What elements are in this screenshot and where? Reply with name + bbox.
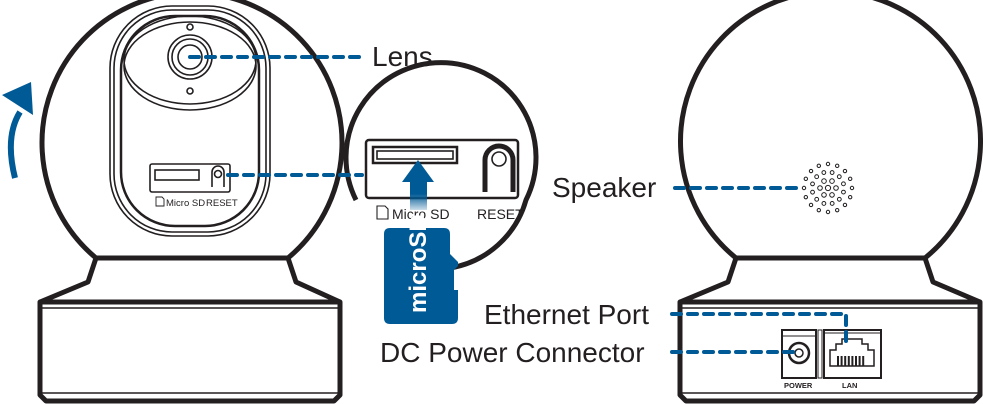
back-base bbox=[677, 299, 983, 404]
grille-hole bbox=[808, 168, 814, 174]
ethernet-leader-line bbox=[670, 312, 848, 347]
power-label: POWER bbox=[784, 381, 813, 390]
grille-hole bbox=[821, 192, 827, 198]
grille-hole bbox=[810, 189, 815, 195]
microsd-card: microSD bbox=[384, 214, 458, 324]
grille-hole bbox=[814, 174, 820, 180]
grille-hole bbox=[829, 192, 835, 198]
grille-hole bbox=[829, 170, 835, 175]
front-reset-label: RESET bbox=[206, 198, 238, 209]
lan-port-icon bbox=[823, 329, 882, 379]
inset-micro-sd-label: Micro SD bbox=[392, 206, 450, 222]
grille-hole bbox=[842, 202, 848, 208]
grille-hole bbox=[814, 196, 820, 202]
grille-hole bbox=[801, 185, 807, 191]
grille-hole bbox=[849, 185, 855, 191]
grille-hole bbox=[810, 181, 815, 187]
grille-hole bbox=[834, 207, 840, 213]
grille-hole bbox=[842, 168, 848, 174]
front-base bbox=[37, 299, 343, 404]
grille-hole bbox=[803, 176, 809, 182]
back-sphere bbox=[678, 0, 983, 260]
front-camera: Micro SD RESET bbox=[37, 0, 345, 404]
grille-hole bbox=[829, 201, 835, 206]
grille-hole bbox=[841, 189, 846, 195]
front-micro-sd-label: Micro SD bbox=[166, 198, 205, 209]
grille-hole bbox=[816, 207, 822, 213]
grille-hole bbox=[833, 185, 839, 191]
back-camera: POWER LAN bbox=[677, 0, 983, 404]
grille-hole bbox=[836, 174, 842, 180]
microsd-card-text: microSD bbox=[405, 214, 432, 313]
front-faceplate bbox=[109, 5, 271, 237]
inset-reset-button-icon bbox=[482, 143, 516, 192]
front-port-panel bbox=[149, 163, 231, 193]
grille-hole bbox=[803, 194, 809, 200]
grille-hole bbox=[836, 196, 842, 202]
grille-hole bbox=[847, 176, 853, 182]
grille-hole bbox=[825, 161, 831, 167]
grille-hole bbox=[821, 170, 827, 175]
grille-hole bbox=[829, 178, 835, 184]
grille-hole bbox=[821, 178, 827, 184]
dc-power-callout: DC Power Connector bbox=[380, 337, 645, 368]
grille-hole bbox=[847, 194, 853, 200]
grille-hole bbox=[825, 209, 831, 215]
rotate-arrow-icon bbox=[2, 82, 33, 179]
front-neck bbox=[39, 255, 342, 305]
lens-callout: Lens bbox=[372, 41, 433, 72]
speaker-grille-icon bbox=[801, 161, 855, 215]
insert-arrow-icon bbox=[402, 160, 434, 210]
callout-lines bbox=[188, 55, 848, 354]
back-neck bbox=[679, 255, 981, 305]
grille-hole bbox=[817, 185, 823, 191]
inset-reset-label: RESET bbox=[477, 206, 524, 222]
sd-card-glyph-icon bbox=[155, 196, 165, 207]
grille-hole bbox=[808, 202, 814, 208]
ethernet-port-callout: Ethernet Port bbox=[484, 299, 649, 330]
grille-hole bbox=[816, 163, 822, 169]
grille-hole bbox=[834, 163, 840, 169]
lan-label: LAN bbox=[842, 381, 857, 390]
zoom-inset: Micro SD RESET microSD bbox=[343, 60, 539, 324]
inset-sd-card-glyph-icon bbox=[376, 205, 389, 220]
front-sphere bbox=[39, 0, 345, 260]
grille-hole bbox=[841, 181, 846, 187]
speaker-callout: Speaker bbox=[552, 172, 656, 203]
grille-hole bbox=[821, 201, 827, 206]
grille-hole bbox=[824, 184, 832, 192]
